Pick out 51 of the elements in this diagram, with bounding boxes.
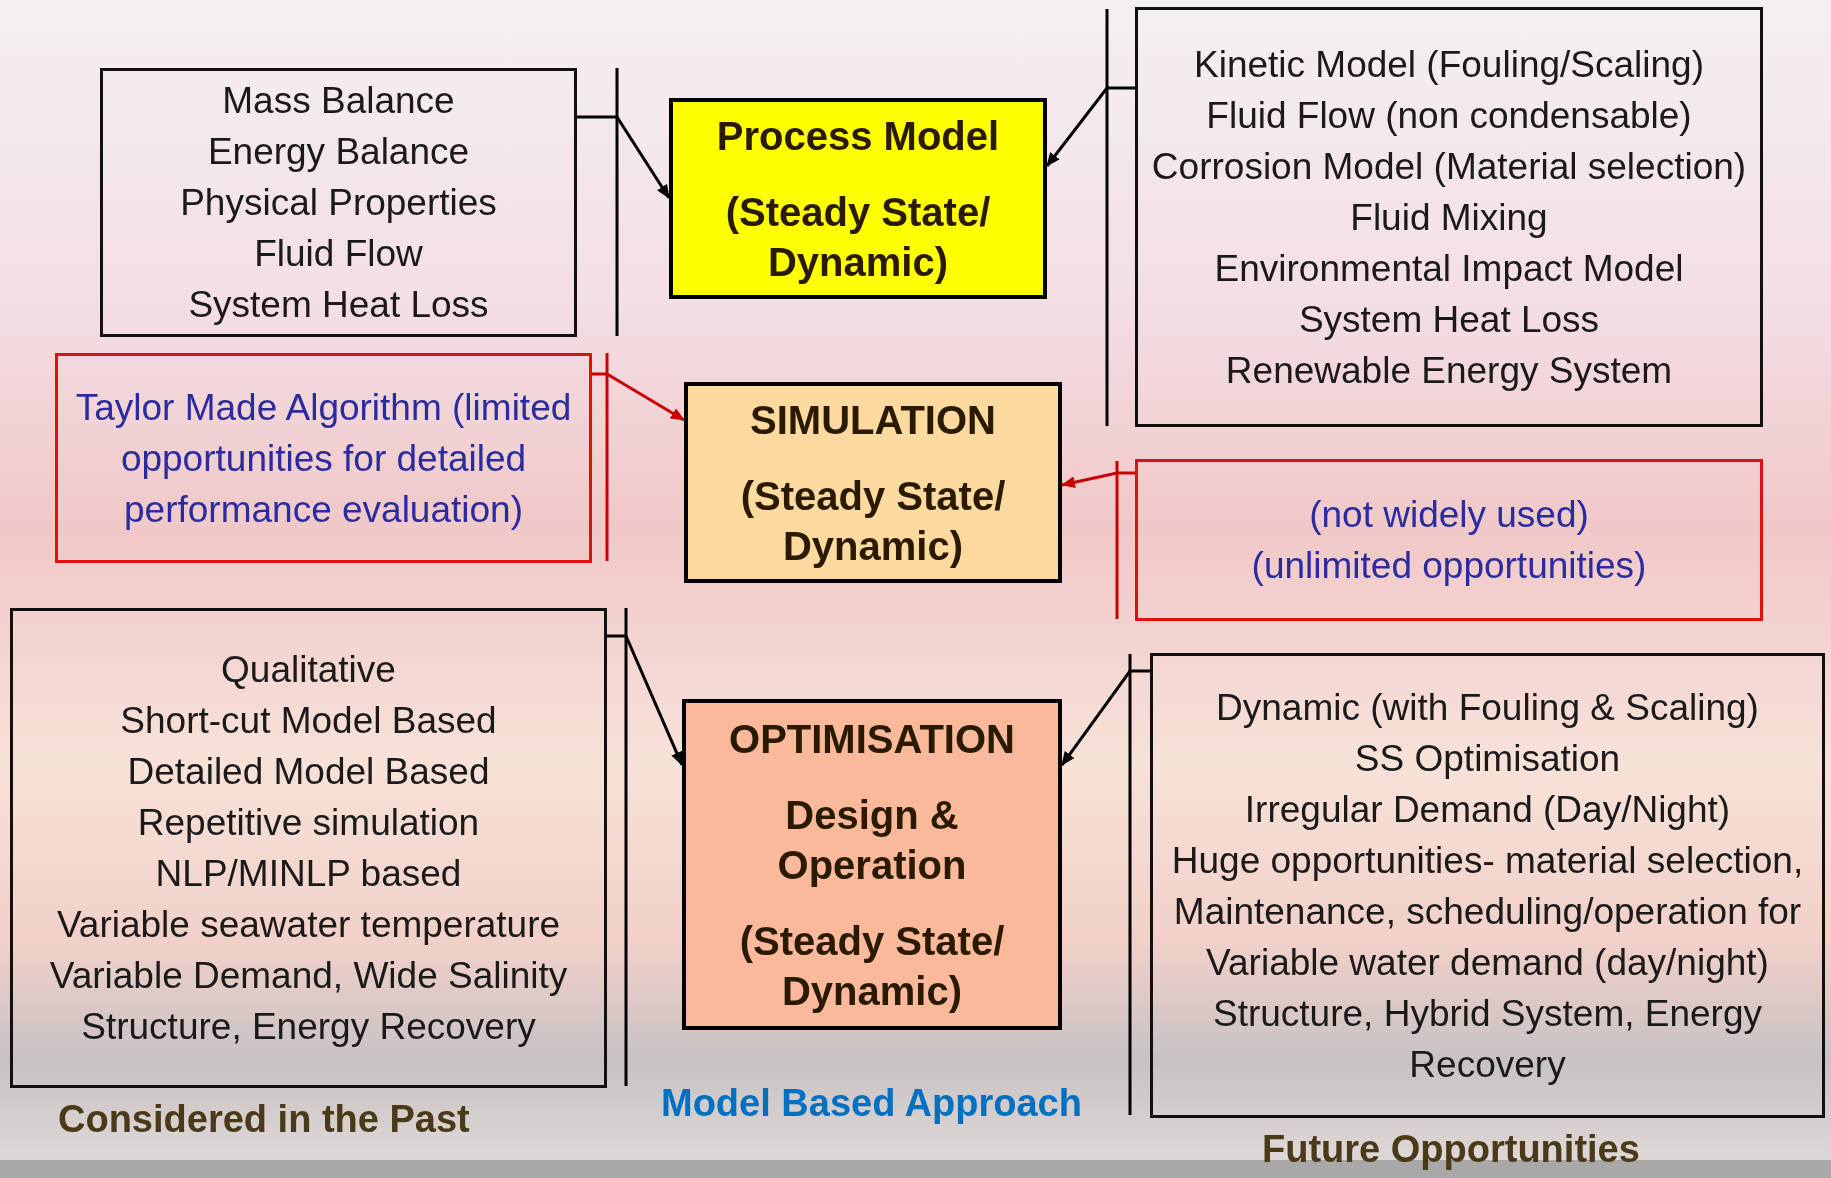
- process-box: [669, 98, 1047, 299]
- list-item: Structure, Energy Recovery: [81, 1005, 536, 1049]
- list-item: Renewable Energy System: [1225, 348, 1673, 393]
- text-box: [100, 68, 577, 337]
- text-box: [1150, 653, 1825, 1118]
- list-item: Mass Balance: [222, 79, 455, 123]
- box-title: SIMULATION: [750, 396, 996, 444]
- list-item: Taylor Made Algorithm (limited opportunities for detailed performance evaluation): [74, 385, 573, 532]
- box-title: Process Model: [716, 112, 1000, 160]
- section-caption: Model Based Approach: [661, 1082, 1082, 1125]
- list-item: (unlimited opportunities): [1250, 544, 1648, 588]
- process-box: [682, 699, 1062, 1030]
- box-subtitle: (Steady State/ Dynamic): [738, 917, 1006, 1015]
- section-caption: Future Opportunities: [1262, 1128, 1640, 1171]
- list-item: Physical Properties: [180, 181, 497, 225]
- text-box: [10, 608, 607, 1088]
- list-item: System Heat Loss: [188, 283, 489, 327]
- box-subtitle: Design & Operation: [776, 791, 968, 889]
- arrow: [1061, 471, 1135, 489]
- list-item: NLP/MINLP based: [155, 852, 462, 896]
- box-title: OPTIMISATION: [729, 715, 1015, 763]
- process-box: [684, 382, 1062, 583]
- box-subtitle: (Steady State/ Dynamic): [724, 188, 992, 286]
- arrow: [577, 115, 671, 199]
- list-item: Environmental Impact Model: [1214, 246, 1684, 291]
- list-item: Corrosion Model (Material selection): [1151, 144, 1747, 189]
- section-caption: Considered in the Past: [58, 1098, 470, 1141]
- list-item: System Heat Loss: [1298, 297, 1600, 342]
- arrow: [592, 372, 685, 422]
- list-item: Fluid Mixing: [1350, 195, 1548, 240]
- list-item: Variable Demand, Wide Salinity: [49, 954, 568, 998]
- list-item: Repetitive simulation: [137, 801, 480, 845]
- list-item: Kinetic Model (Fouling/Scaling): [1194, 42, 1704, 87]
- list-item: Dynamic (with Fouling & Scaling): [1216, 685, 1759, 730]
- list-item: (not widely used): [1308, 493, 1590, 537]
- list-item: Detailed Model Based: [127, 750, 490, 794]
- text-box: [55, 353, 592, 563]
- text-box: [1135, 7, 1763, 427]
- list-item: Fluid Flow: [254, 232, 423, 276]
- text-box: [1135, 459, 1763, 621]
- list-item: Fluid Flow (non condensable): [1206, 93, 1692, 138]
- list-item: Energy Balance: [207, 130, 470, 174]
- list-item: Huge opportunities- material selection, Maintenance, scheduling/operation for Variable water demand (day/night): [1170, 838, 1805, 985]
- list-item: Variable seawater temperature: [56, 903, 561, 947]
- list-item: SS Optimisation: [1354, 736, 1621, 781]
- list-item: Structure, Hybrid System, Energy Recovery: [1212, 991, 1763, 1087]
- list-item: Qualitative: [221, 648, 396, 692]
- box-subtitle: (Steady State/ Dynamic): [739, 472, 1007, 570]
- list-item: Irregular Demand (Day/Night): [1244, 787, 1731, 832]
- arrow: [607, 634, 684, 766]
- list-item: Short-cut Model Based: [120, 699, 497, 743]
